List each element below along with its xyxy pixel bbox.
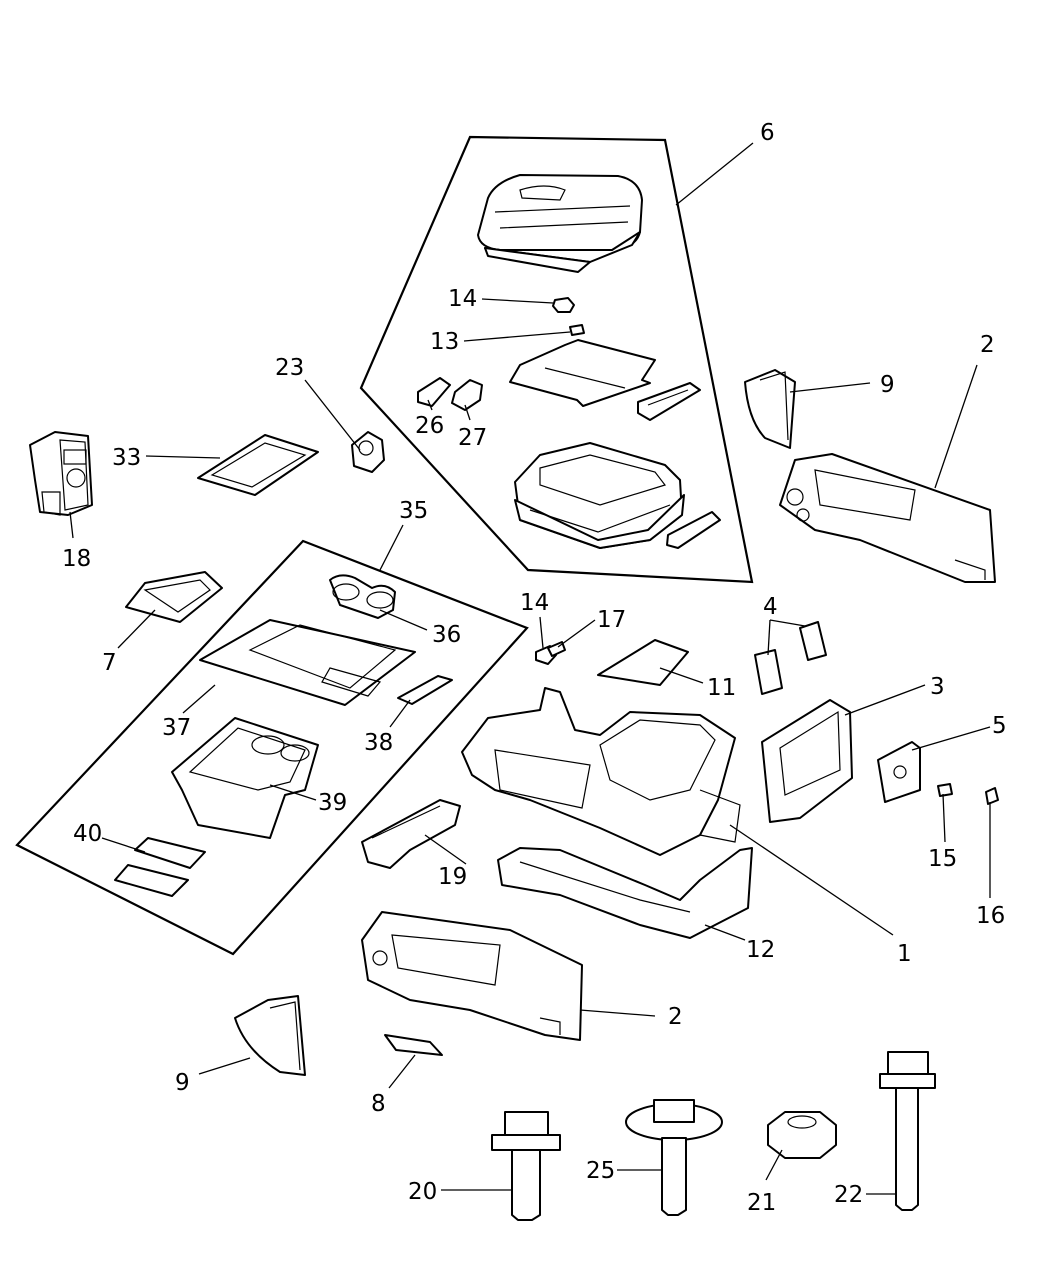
- part-39-storage-bin: [171, 717, 319, 839]
- group-35-outline: [15, 539, 529, 956]
- part-14-clip-upper: [552, 297, 575, 313]
- part-4-switch-right: [799, 621, 827, 661]
- part-27-hinge: [451, 379, 483, 411]
- callout-36: 36: [432, 622, 461, 648]
- part-36-cupholder: [329, 574, 396, 619]
- callout-21: 21: [747, 1190, 776, 1216]
- part-21-nut: [767, 1111, 837, 1159]
- part-38-pad: [397, 675, 453, 705]
- part-13-screw-upper: [569, 324, 585, 336]
- callout-19: 19: [438, 864, 467, 890]
- leader-lines: [69, 142, 991, 1195]
- callout-26: 26: [415, 413, 444, 439]
- callout-6: 6: [760, 120, 775, 146]
- callout-labels: 6 14 13 23 9 2 26 27 33 18 35 14 17 4 36…: [62, 120, 1007, 1216]
- callout-25: 25: [586, 1158, 615, 1184]
- part-2-side-panel-left: [361, 911, 583, 1041]
- part-console-bin: [514, 442, 685, 549]
- part-9-end-cap-upper: [744, 369, 796, 449]
- callout-11: 11: [707, 675, 736, 701]
- part-latch-bottom-right: [666, 511, 721, 549]
- part-37-upper-bezel: [199, 619, 416, 706]
- part-20-bolt: [491, 1111, 561, 1221]
- callout-16: 16: [976, 903, 1005, 929]
- callout-2-upper: 2: [980, 332, 995, 358]
- part-1-console-base: [461, 687, 741, 856]
- group-6-outline: [359, 135, 754, 584]
- part-6-armrest-lid: [477, 174, 643, 273]
- callout-39: 39: [318, 790, 347, 816]
- part-11-mat: [597, 639, 689, 686]
- callout-9-upper: 9: [880, 372, 895, 398]
- callout-18: 18: [62, 546, 91, 572]
- part-tray-plate: [509, 339, 656, 407]
- part-23-power-outlet: [351, 431, 385, 473]
- callout-4: 4: [763, 594, 778, 620]
- part-25-bolt: [625, 1099, 723, 1216]
- callout-15: 15: [928, 846, 957, 872]
- part-5-outlet-plate: [877, 741, 921, 803]
- callout-3: 3: [930, 674, 945, 700]
- part-26-hinge: [417, 377, 451, 407]
- part-9-end-cap-lower: [234, 995, 306, 1076]
- callout-27: 27: [458, 425, 487, 451]
- callout-1: 1: [897, 941, 912, 967]
- part-3-rear-panel: [761, 699, 853, 823]
- callout-5: 5: [992, 713, 1007, 739]
- callout-22: 22: [834, 1182, 863, 1208]
- callout-17: 17: [597, 607, 626, 633]
- part-8-pad: [384, 1034, 443, 1056]
- callout-37: 37: [162, 715, 191, 741]
- callout-9-lower: 9: [175, 1070, 190, 1096]
- part-12-rail: [497, 847, 753, 939]
- part-15-bulb: [937, 783, 953, 797]
- part-18-switch-module: [29, 431, 93, 516]
- callout-13: 13: [430, 329, 459, 355]
- part-19-bracket: [361, 799, 461, 869]
- callout-12: 12: [746, 937, 775, 963]
- part-latch-right: [637, 382, 701, 421]
- part-16-plug: [985, 787, 999, 805]
- callout-40: 40: [73, 821, 102, 847]
- callout-20: 20: [408, 1179, 437, 1205]
- part-4-switch-left: [754, 649, 783, 695]
- callout-38: 38: [364, 730, 393, 756]
- part-7-tray: [125, 571, 223, 623]
- callout-14-lower: 14: [520, 590, 549, 616]
- callout-14-upper: 14: [448, 286, 477, 312]
- part-33-bezel: [197, 434, 319, 496]
- callout-33: 33: [112, 445, 141, 471]
- part-22-bolt: [879, 1051, 936, 1211]
- callout-7: 7: [102, 650, 117, 676]
- callout-35: 35: [399, 498, 428, 524]
- part-40-mats: [114, 837, 206, 897]
- callout-23: 23: [275, 355, 304, 381]
- part-2-side-panel-right: [779, 453, 996, 583]
- callout-8: 8: [371, 1091, 386, 1117]
- callout-2-lower: 2: [668, 1004, 683, 1030]
